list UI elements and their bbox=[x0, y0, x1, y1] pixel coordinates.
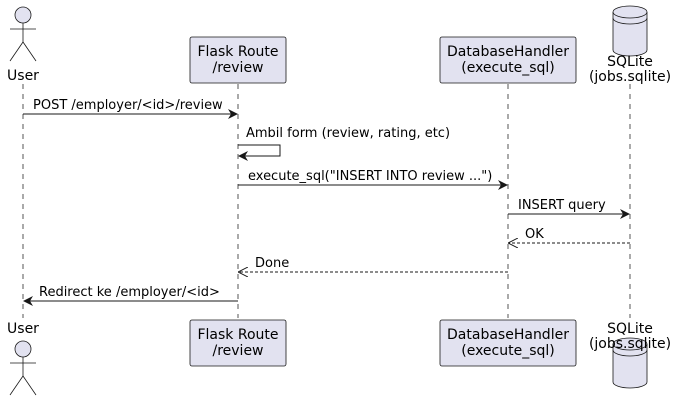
participant-label: Flask Route bbox=[197, 327, 278, 343]
database-label: (jobs.sqlite) bbox=[589, 336, 671, 352]
participant-box bbox=[189, 319, 287, 367]
participant-flask-top: Flask Route/review bbox=[189, 36, 287, 84]
actor-user-top: User bbox=[7, 6, 39, 84]
message-label: INSERT query bbox=[518, 198, 606, 213]
participant-box bbox=[439, 319, 577, 367]
participant-label: Flask Route bbox=[197, 44, 278, 60]
message-label: POST /employer/<id>/review bbox=[33, 98, 223, 113]
actor-label: User bbox=[7, 68, 39, 84]
message-4: INSERT query bbox=[508, 198, 630, 219]
message-5: OK bbox=[509, 227, 630, 243]
message-7: Redirect ke /employer/<id> bbox=[23, 285, 238, 306]
database-label: SQLite bbox=[607, 54, 653, 70]
participant-label: /review bbox=[212, 343, 263, 359]
participant-label: (execute_sql) bbox=[461, 343, 555, 359]
message-6: Done bbox=[239, 256, 508, 272]
participant-label: DatabaseHandler bbox=[447, 327, 569, 343]
participant-label: /review bbox=[212, 60, 263, 76]
message-label: Redirect ke /employer/<id> bbox=[39, 285, 220, 300]
participant-db-top: DatabaseHandler(execute_sql) bbox=[439, 36, 577, 84]
database-sqlite-bottom: SQLite(jobs.sqlite) bbox=[589, 321, 671, 389]
message-label: OK bbox=[525, 227, 544, 242]
actor-head bbox=[14, 6, 32, 24]
actor-head bbox=[14, 340, 32, 358]
database-label: SQLite bbox=[607, 321, 653, 337]
actor-user-bottom: User bbox=[7, 321, 39, 396]
participant-label: (execute_sql) bbox=[461, 60, 555, 76]
database-sqlite-top: SQLite(jobs.sqlite) bbox=[589, 5, 671, 85]
participant-box bbox=[439, 36, 577, 84]
message-2: Ambil form (review, rating, etc) bbox=[238, 126, 450, 161]
message-3: execute_sql("INSERT INTO review ...") bbox=[238, 169, 508, 190]
actor-label: User bbox=[7, 321, 39, 337]
database-label: (jobs.sqlite) bbox=[589, 69, 671, 85]
participant-box bbox=[189, 36, 287, 84]
message-label: Done bbox=[255, 256, 289, 271]
participant-db-bottom: DatabaseHandler(execute_sql) bbox=[439, 319, 577, 367]
database-icon bbox=[612, 337, 648, 389]
participant-label: DatabaseHandler bbox=[447, 44, 569, 60]
message-label: execute_sql("INSERT INTO review ...") bbox=[248, 169, 492, 184]
message-1: POST /employer/<id>/review bbox=[23, 98, 238, 119]
self-arrow bbox=[238, 144, 281, 161]
message-label: Ambil form (review, rating, etc) bbox=[246, 126, 450, 141]
database-icon bbox=[612, 5, 648, 57]
participant-flask-bottom: Flask Route/review bbox=[189, 319, 287, 367]
